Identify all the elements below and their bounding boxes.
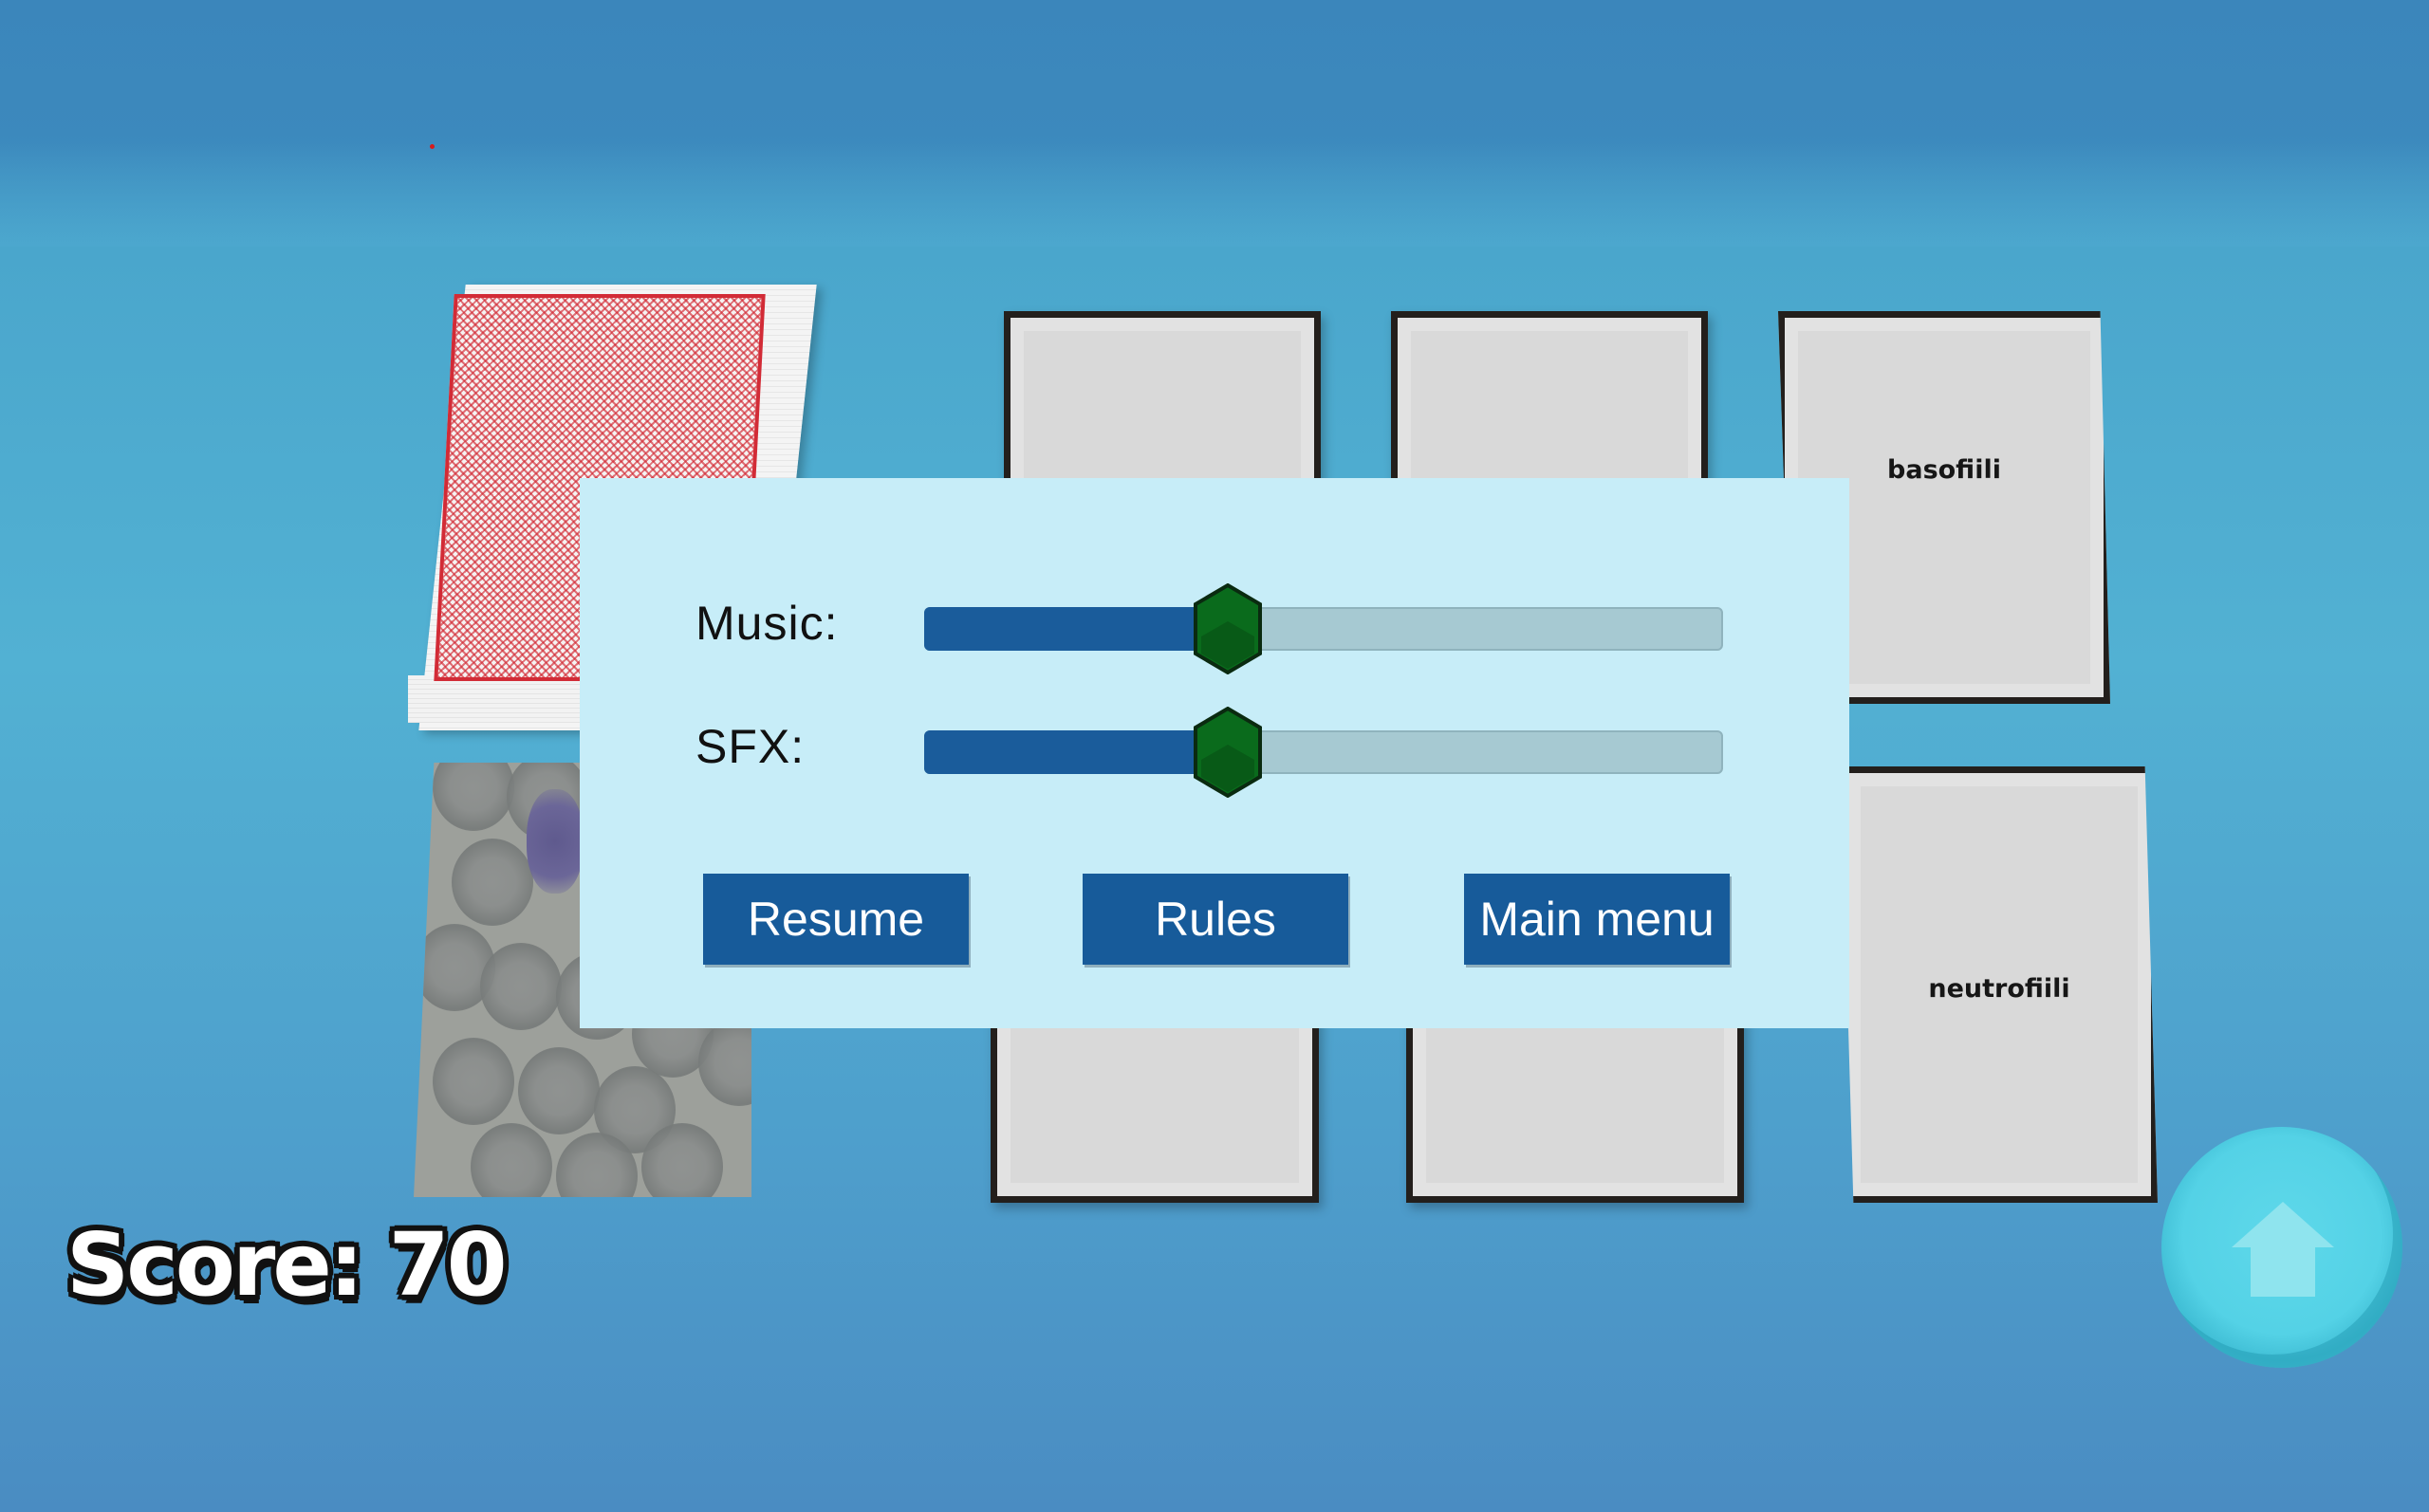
home-icon xyxy=(2232,1202,2334,1297)
memory-card-neutrofiili[interactable]: neutrofiili xyxy=(1841,766,2158,1203)
red-blood-cell xyxy=(518,1047,600,1134)
sfx-label: SFX: xyxy=(695,720,806,773)
card-label: neutrofiili xyxy=(1928,973,2070,1004)
red-blood-cell xyxy=(452,839,533,926)
red-blood-cell xyxy=(641,1123,723,1197)
white-blood-cell xyxy=(527,789,584,894)
green-hexagon-icon[interactable] xyxy=(1194,583,1262,674)
resume-button[interactable]: Resume xyxy=(703,874,969,965)
card-deck-edge xyxy=(408,675,598,723)
green-hexagon-icon[interactable] xyxy=(1194,707,1262,798)
red-blood-cell xyxy=(480,943,562,1030)
sfx-slider[interactable] xyxy=(924,707,1723,798)
music-label: Music: xyxy=(695,597,839,650)
rules-button[interactable]: Rules xyxy=(1083,874,1348,965)
card-label: basofiili xyxy=(1887,454,2001,485)
score-text: Score: 70 xyxy=(66,1214,508,1316)
horizon-band xyxy=(0,133,2429,247)
music-slider[interactable] xyxy=(924,583,1723,674)
music-slider-fill xyxy=(924,607,1228,651)
red-blood-cell xyxy=(433,1038,514,1125)
red-blood-cell xyxy=(556,1133,638,1197)
sfx-slider-fill xyxy=(924,730,1228,774)
home-button[interactable] xyxy=(2161,1127,2402,1368)
red-blood-cell xyxy=(433,763,514,831)
main-menu-button[interactable]: Main menu xyxy=(1464,874,1730,965)
score-display: Score: 70 xyxy=(66,1214,508,1316)
red-blood-cell xyxy=(471,1123,552,1197)
cursor-dot xyxy=(430,144,435,149)
